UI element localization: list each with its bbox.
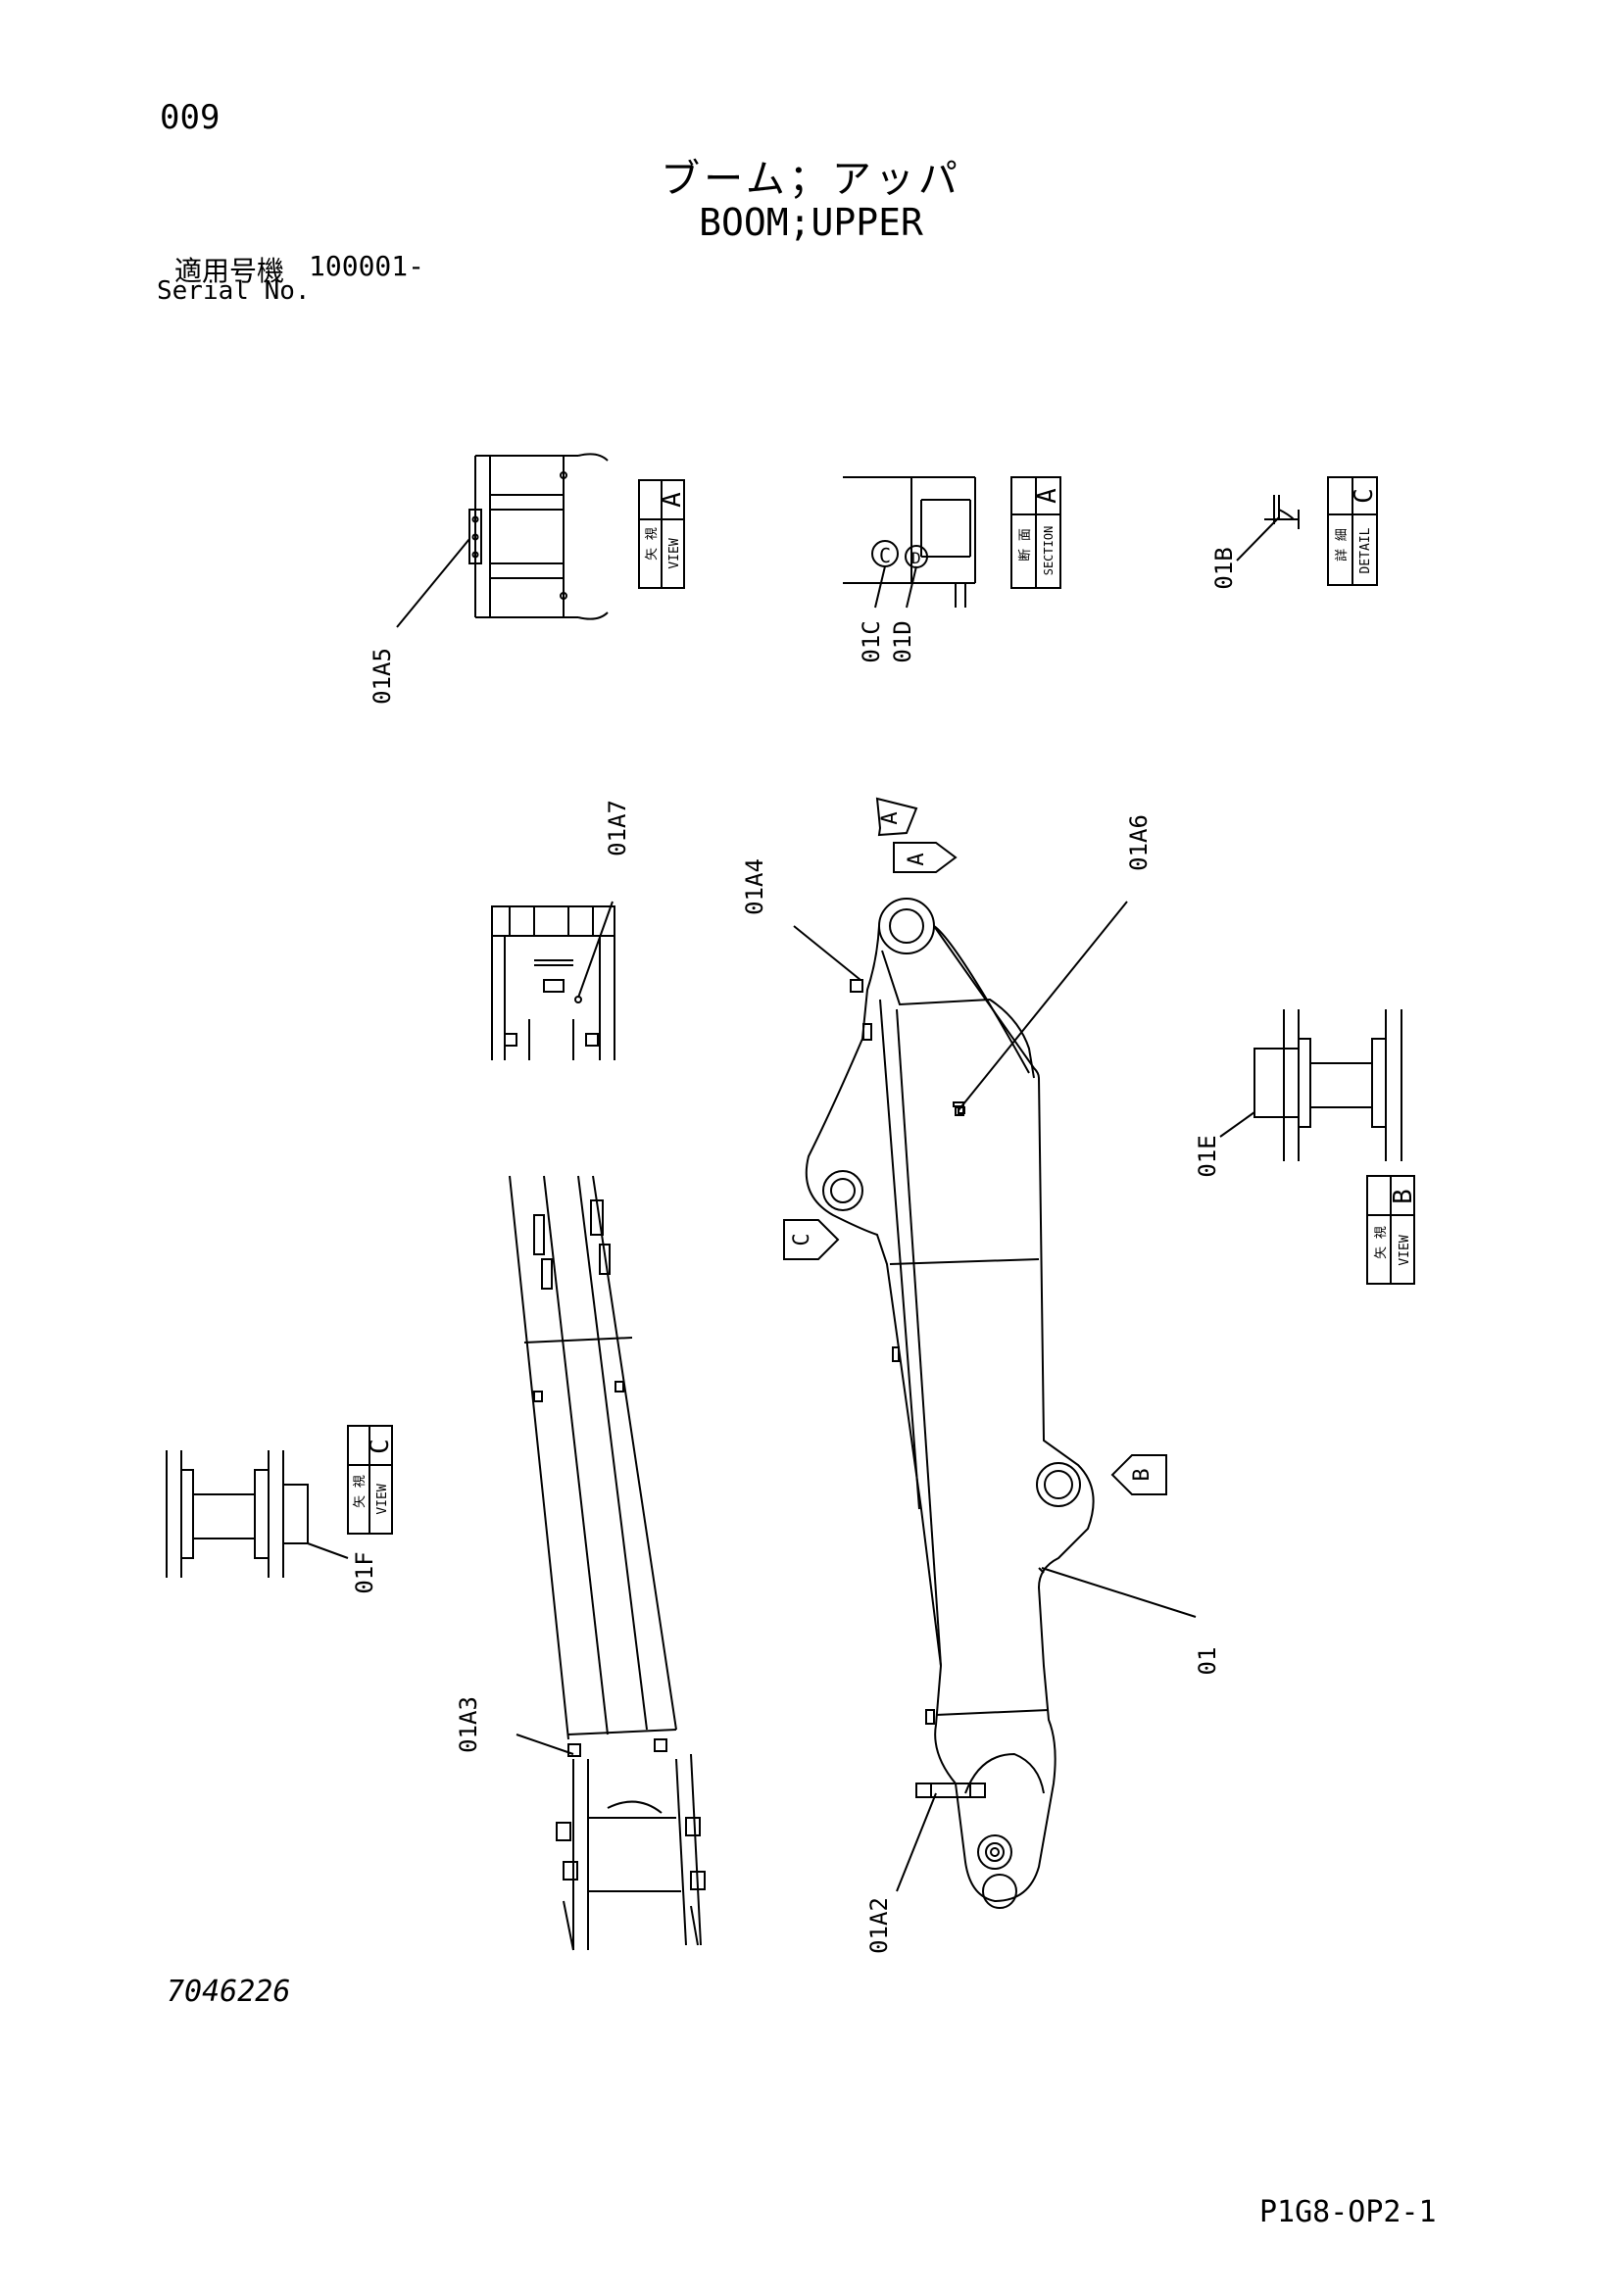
leader-01c (874, 565, 886, 609)
section-a-en: SECTION (1042, 526, 1056, 576)
view-c-en: VIEW (375, 1484, 390, 1514)
callout-01c: 01C (858, 620, 885, 662)
detail-c-letter: C (1350, 488, 1379, 504)
view-c-boom-drawing (509, 1175, 706, 1951)
section-a-letter: A (1033, 488, 1062, 504)
leader-01a4 (793, 925, 861, 981)
leader-01a5 (396, 538, 470, 628)
main-boom-drawing (805, 898, 1095, 1909)
view-c-letter: C (366, 1439, 395, 1454)
label-box-view-c: 矢 視 VIEW C (347, 1425, 395, 1535)
callout-01a5: 01A5 (369, 648, 396, 705)
callout-01a3: 01A3 (455, 1696, 482, 1753)
callout-01a4: 01A4 (741, 858, 768, 915)
label-box-detail-c: 詳 細 DETAIL C (1327, 476, 1379, 586)
drawing-number: 7046226 (167, 1975, 291, 2009)
arrow-marker-c-label: C (790, 1233, 814, 1246)
view-c-detail-drawing (166, 1450, 309, 1578)
section-mark-d: D (911, 549, 921, 567)
detail-c-en: DETAIL (1358, 527, 1373, 573)
arrow-marker-a2: A (893, 842, 958, 873)
page-number: 009 (160, 98, 221, 137)
callout-01e: 01E (1194, 1135, 1221, 1177)
view-b-letter: B (1389, 1189, 1418, 1204)
label-box-view-b: 矢 視 VIEW B (1366, 1175, 1418, 1285)
view-c-jp: 矢 視 (353, 1475, 368, 1508)
callout-01a6: 01A6 (1125, 814, 1153, 871)
leader-01 (1041, 1567, 1197, 1618)
arrow-marker-a2-label: A (905, 853, 929, 865)
label-box-section-a: 断 面 SECTION A (1010, 476, 1062, 589)
detail-c-jp: 詳 細 (1334, 528, 1350, 562)
detail-c-drawing (1264, 495, 1300, 529)
arrow-marker-c: C (783, 1219, 840, 1260)
view-a-en: VIEW (667, 538, 682, 568)
label-box-view-a: 矢 視 VIEW A (638, 479, 687, 589)
title-japanese: ブーム；アッパ (661, 157, 961, 202)
leader-01a6 (958, 901, 1128, 1111)
view-a-jp: 矢 視 (645, 527, 660, 561)
view-a-letter: A (658, 492, 687, 508)
callout-01a2: 01A2 (865, 1897, 893, 1954)
callout-01: 01 (1194, 1647, 1221, 1676)
arrow-marker-a1: A (875, 797, 918, 837)
leader-01e (1219, 1111, 1255, 1138)
section-a-drawing (843, 476, 976, 608)
detail-01a7-drawing (491, 905, 615, 1060)
leader-01a2 (896, 1792, 937, 1892)
leader-01b (1236, 516, 1280, 562)
callout-01f: 01F (351, 1551, 378, 1593)
leader-01d (906, 565, 917, 609)
view-b-drawing (1253, 1009, 1402, 1161)
leader-01a3 (516, 1734, 574, 1755)
sheet-code: P1G8-OP2-1 (1259, 2195, 1437, 2229)
arrow-marker-b: B (1110, 1454, 1167, 1495)
callout-01b: 01B (1210, 547, 1238, 589)
serial-value: 100001- (309, 250, 425, 282)
leader-01a7 (577, 901, 614, 999)
section-a-jp: 断 面 (1018, 528, 1033, 562)
callout-01a7: 01A7 (604, 800, 631, 856)
view-b-en: VIEW (1398, 1235, 1412, 1265)
serial-label-jp: 適用号機 (174, 255, 285, 287)
arrow-marker-b-label: B (1130, 1468, 1155, 1481)
view-b-jp: 矢 視 (1374, 1226, 1389, 1259)
section-mark-c: C (879, 544, 891, 567)
title-english: BOOM;UPPER (699, 201, 923, 244)
serial-label-en: Serial No. (157, 276, 311, 306)
leader-01f (307, 1542, 349, 1559)
callout-01d: 01D (889, 620, 916, 662)
arrow-marker-a1-label: A (878, 811, 903, 824)
view-a-drawing (468, 453, 609, 620)
